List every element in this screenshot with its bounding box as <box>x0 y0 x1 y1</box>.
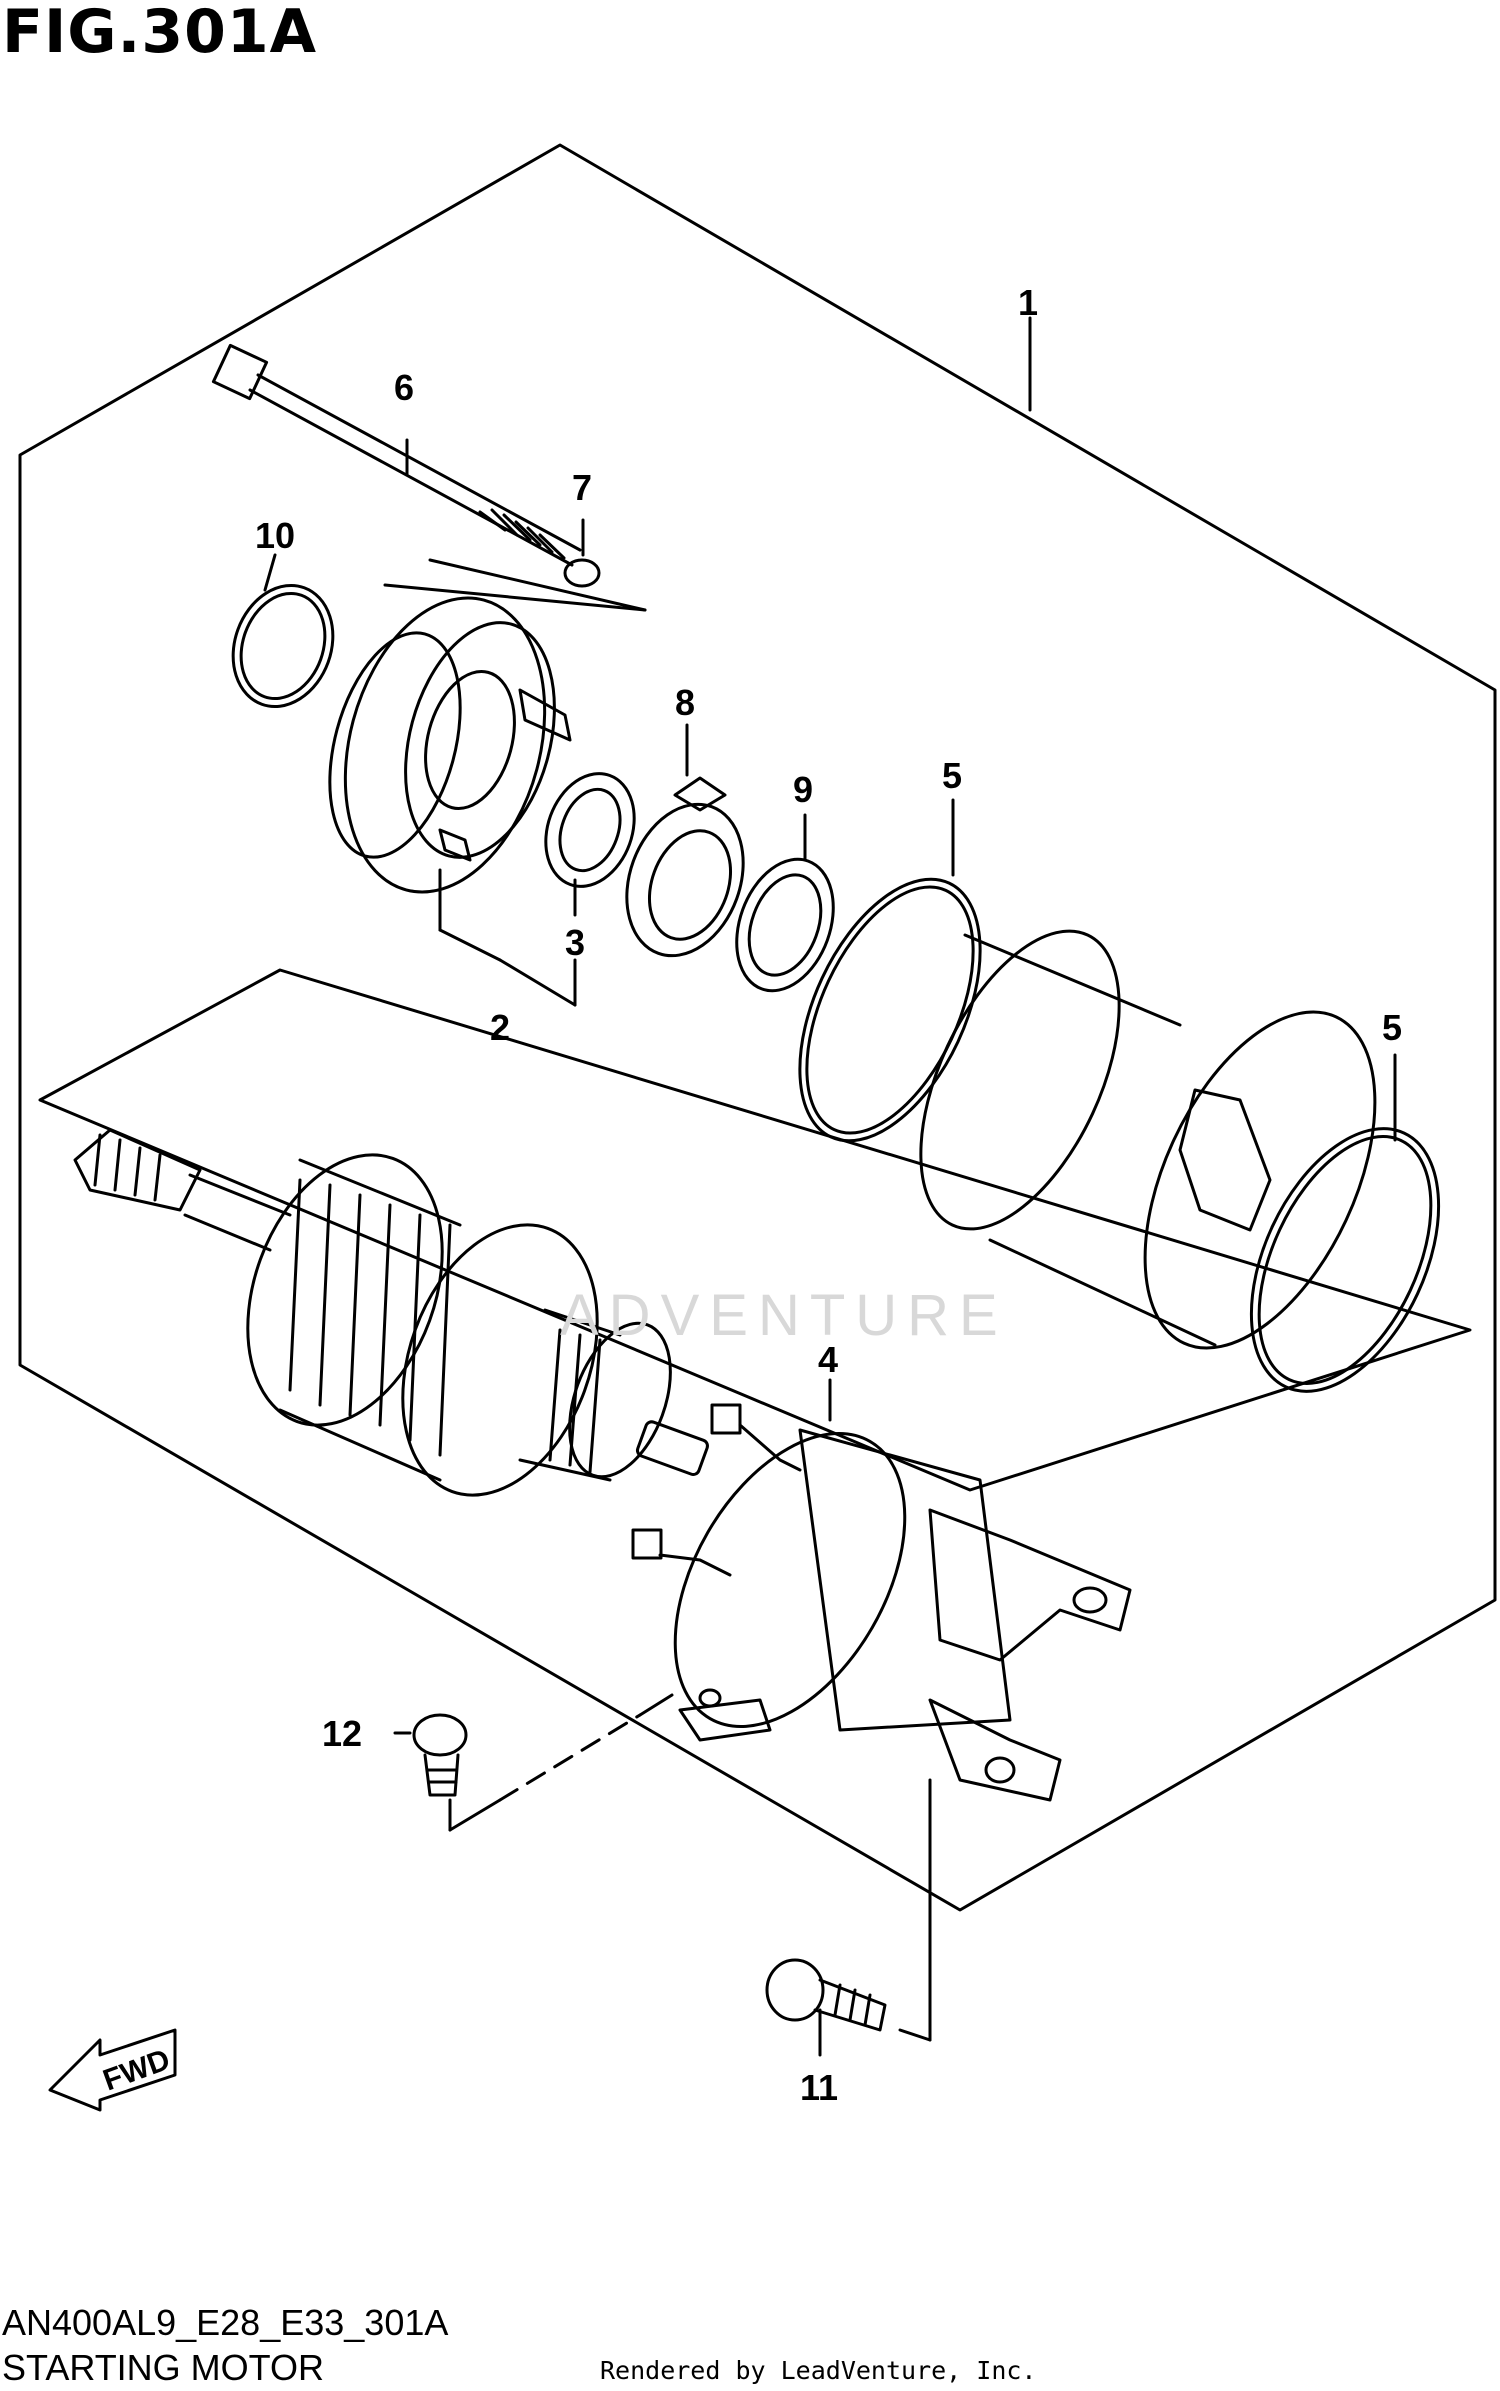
yoke-housing <box>919 929 1377 1350</box>
washer-7 <box>563 558 601 588</box>
callout-10: 10 <box>255 515 295 556</box>
brush-lower <box>631 1528 663 1560</box>
through-bolt <box>211 343 582 567</box>
callout-7: 7 <box>572 467 592 508</box>
front-bracket <box>328 558 647 894</box>
assembly-frame-1 <box>18 143 1497 1912</box>
o-ring-5-lower <box>1249 1127 1441 1393</box>
callout-2: 2 <box>490 1007 510 1048</box>
callout-9: 9 <box>793 769 813 810</box>
section-name: STARTING MOTOR <box>2 2347 325 2388</box>
screw-12 <box>412 1713 468 1797</box>
brush-upper <box>710 1403 742 1435</box>
callout-11: 11 <box>800 2067 838 2108</box>
callout-12: 12 <box>322 1713 362 1754</box>
bolt-11 <box>765 1958 887 2032</box>
callout-5-lower: 5 <box>1382 1007 1402 1048</box>
diagram-code: AN400AL9_E28_E33_301A <box>2 2302 449 2343</box>
figure-title: FIG.301A <box>2 0 318 67</box>
callout-1: 1 <box>1018 282 1038 323</box>
watermark: ADVENTURE <box>560 1283 1008 1348</box>
callout-3: 3 <box>565 922 585 963</box>
oil-seal-3 <box>544 772 636 888</box>
rear-bracket <box>673 1428 1132 1802</box>
fwd-arrow <box>48 2028 177 2112</box>
callout-6: 6 <box>394 367 414 408</box>
callout-8: 8 <box>675 682 695 723</box>
rendered-by-credit: Rendered by LeadVenture, Inc. <box>600 2356 1037 2385</box>
armature <box>73 1128 709 1497</box>
lock-washer-8 <box>625 802 745 958</box>
o-ring-5-upper <box>798 877 982 1143</box>
o-ring-10 <box>231 583 335 709</box>
callout-5-upper: 5 <box>942 755 962 796</box>
callout-4: 4 <box>818 1339 838 1380</box>
washer-9 <box>735 857 835 993</box>
armature-frame <box>38 968 1472 1492</box>
